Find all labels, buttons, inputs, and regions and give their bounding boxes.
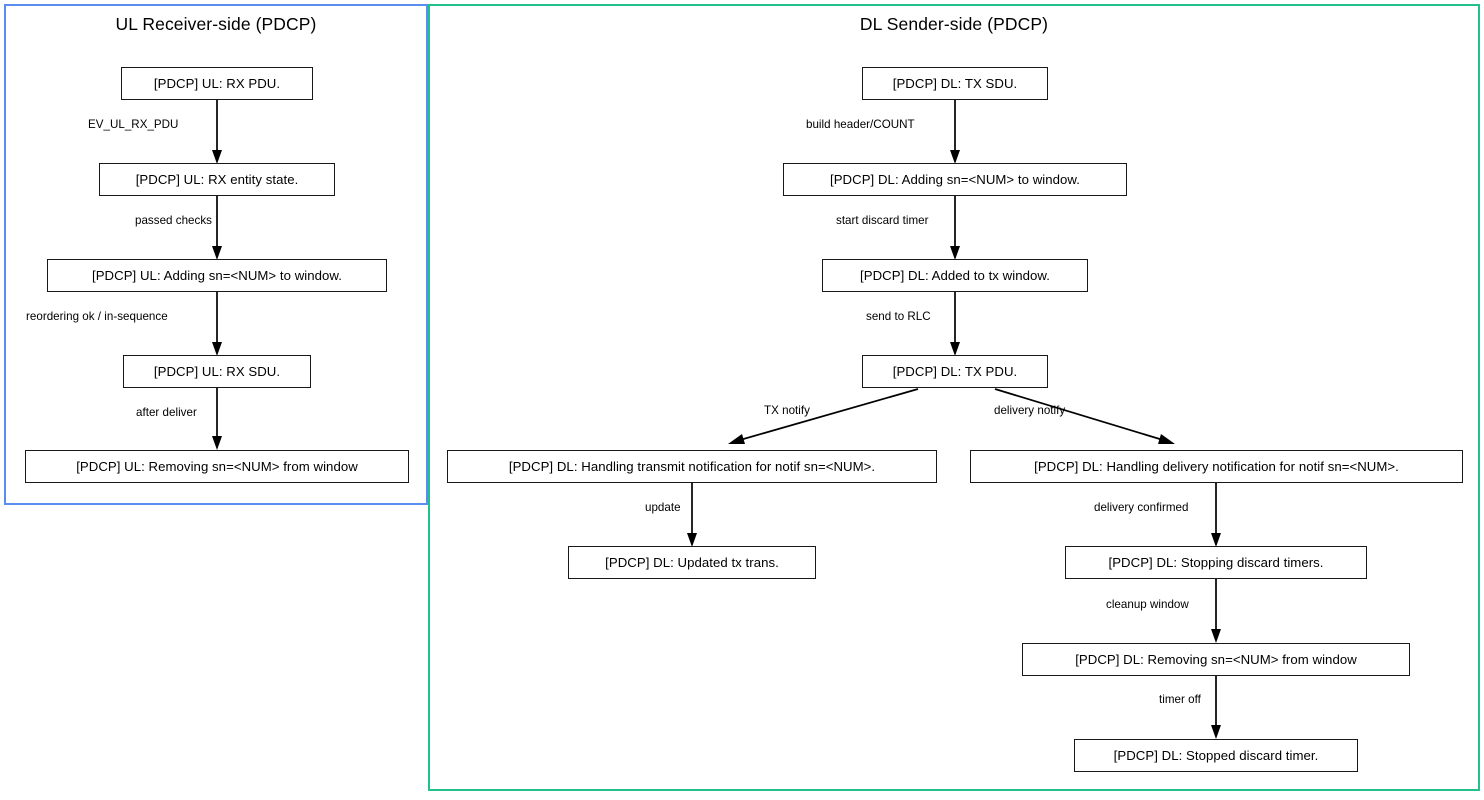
node-dl-removing-sn-from-window[interactable]: [PDCP] DL: Removing sn=<NUM> from window: [1022, 643, 1410, 676]
cluster-ul-title: UL Receiver-side (PDCP): [115, 14, 317, 34]
node-dl-updated-tx-trans[interactable]: [PDCP] DL: Updated tx trans.: [568, 546, 816, 579]
cluster-dl-sender: [428, 4, 1480, 791]
edge-label-dl-delivery-notify: delivery notify: [994, 404, 1066, 417]
edge-label-dl-timer-off: timer off: [1159, 693, 1201, 706]
node-ul-rx-pdu[interactable]: [PDCP] UL: RX PDU.: [121, 67, 313, 100]
node-ul-removing-sn-from-window[interactable]: [PDCP] UL: Removing sn=<NUM> from window: [25, 450, 409, 483]
node-dl-tx-sdu[interactable]: [PDCP] DL: TX SDU.: [862, 67, 1048, 100]
node-dl-tx-pdu[interactable]: [PDCP] DL: TX PDU.: [862, 355, 1048, 388]
edge-label-dl-build-header-count: build header/COUNT: [806, 118, 915, 131]
node-dl-stopped-discard-timer[interactable]: [PDCP] DL: Stopped discard timer.: [1074, 739, 1358, 772]
edge-label-dl-cleanup-window: cleanup window: [1106, 598, 1189, 611]
edge-label-dl-delivery-confirmed: delivery confirmed: [1094, 501, 1189, 514]
node-dl-stopping-discard-timers[interactable]: [PDCP] DL: Stopping discard timers.: [1065, 546, 1367, 579]
edge-label-ul-after-deliver: after deliver: [136, 406, 197, 419]
cluster-dl-title: DL Sender-side (PDCP): [859, 14, 1049, 34]
edge-label-dl-start-discard-timer: start discard timer: [836, 214, 929, 227]
node-ul-adding-sn-to-window[interactable]: [PDCP] UL: Adding sn=<NUM> to window.: [47, 259, 387, 292]
cluster-ul-receiver: [4, 4, 428, 505]
edge-label-dl-tx-notify: TX notify: [764, 404, 810, 417]
node-dl-added-to-tx-window[interactable]: [PDCP] DL: Added to tx window.: [822, 259, 1088, 292]
node-ul-rx-entity-state[interactable]: [PDCP] UL: RX entity state.: [99, 163, 335, 196]
node-dl-handling-delivery-notification[interactable]: [PDCP] DL: Handling delivery notificatio…: [970, 450, 1463, 483]
node-ul-rx-sdu[interactable]: [PDCP] UL: RX SDU.: [123, 355, 311, 388]
edge-label-ul-reordering-ok: reordering ok / in-sequence: [26, 310, 168, 323]
edge-label-ul-passed-checks: passed checks: [135, 214, 212, 227]
edge-label-ul-ev-ul-rx-pdu: EV_UL_RX_PDU: [88, 118, 179, 131]
node-dl-handling-transmit-notification[interactable]: [PDCP] DL: Handling transmit notificatio…: [447, 450, 937, 483]
edge-label-dl-send-to-rlc: send to RLC: [866, 310, 931, 323]
edge-label-dl-update: update: [645, 501, 681, 514]
node-dl-adding-sn-to-window[interactable]: [PDCP] DL: Adding sn=<NUM> to window.: [783, 163, 1127, 196]
